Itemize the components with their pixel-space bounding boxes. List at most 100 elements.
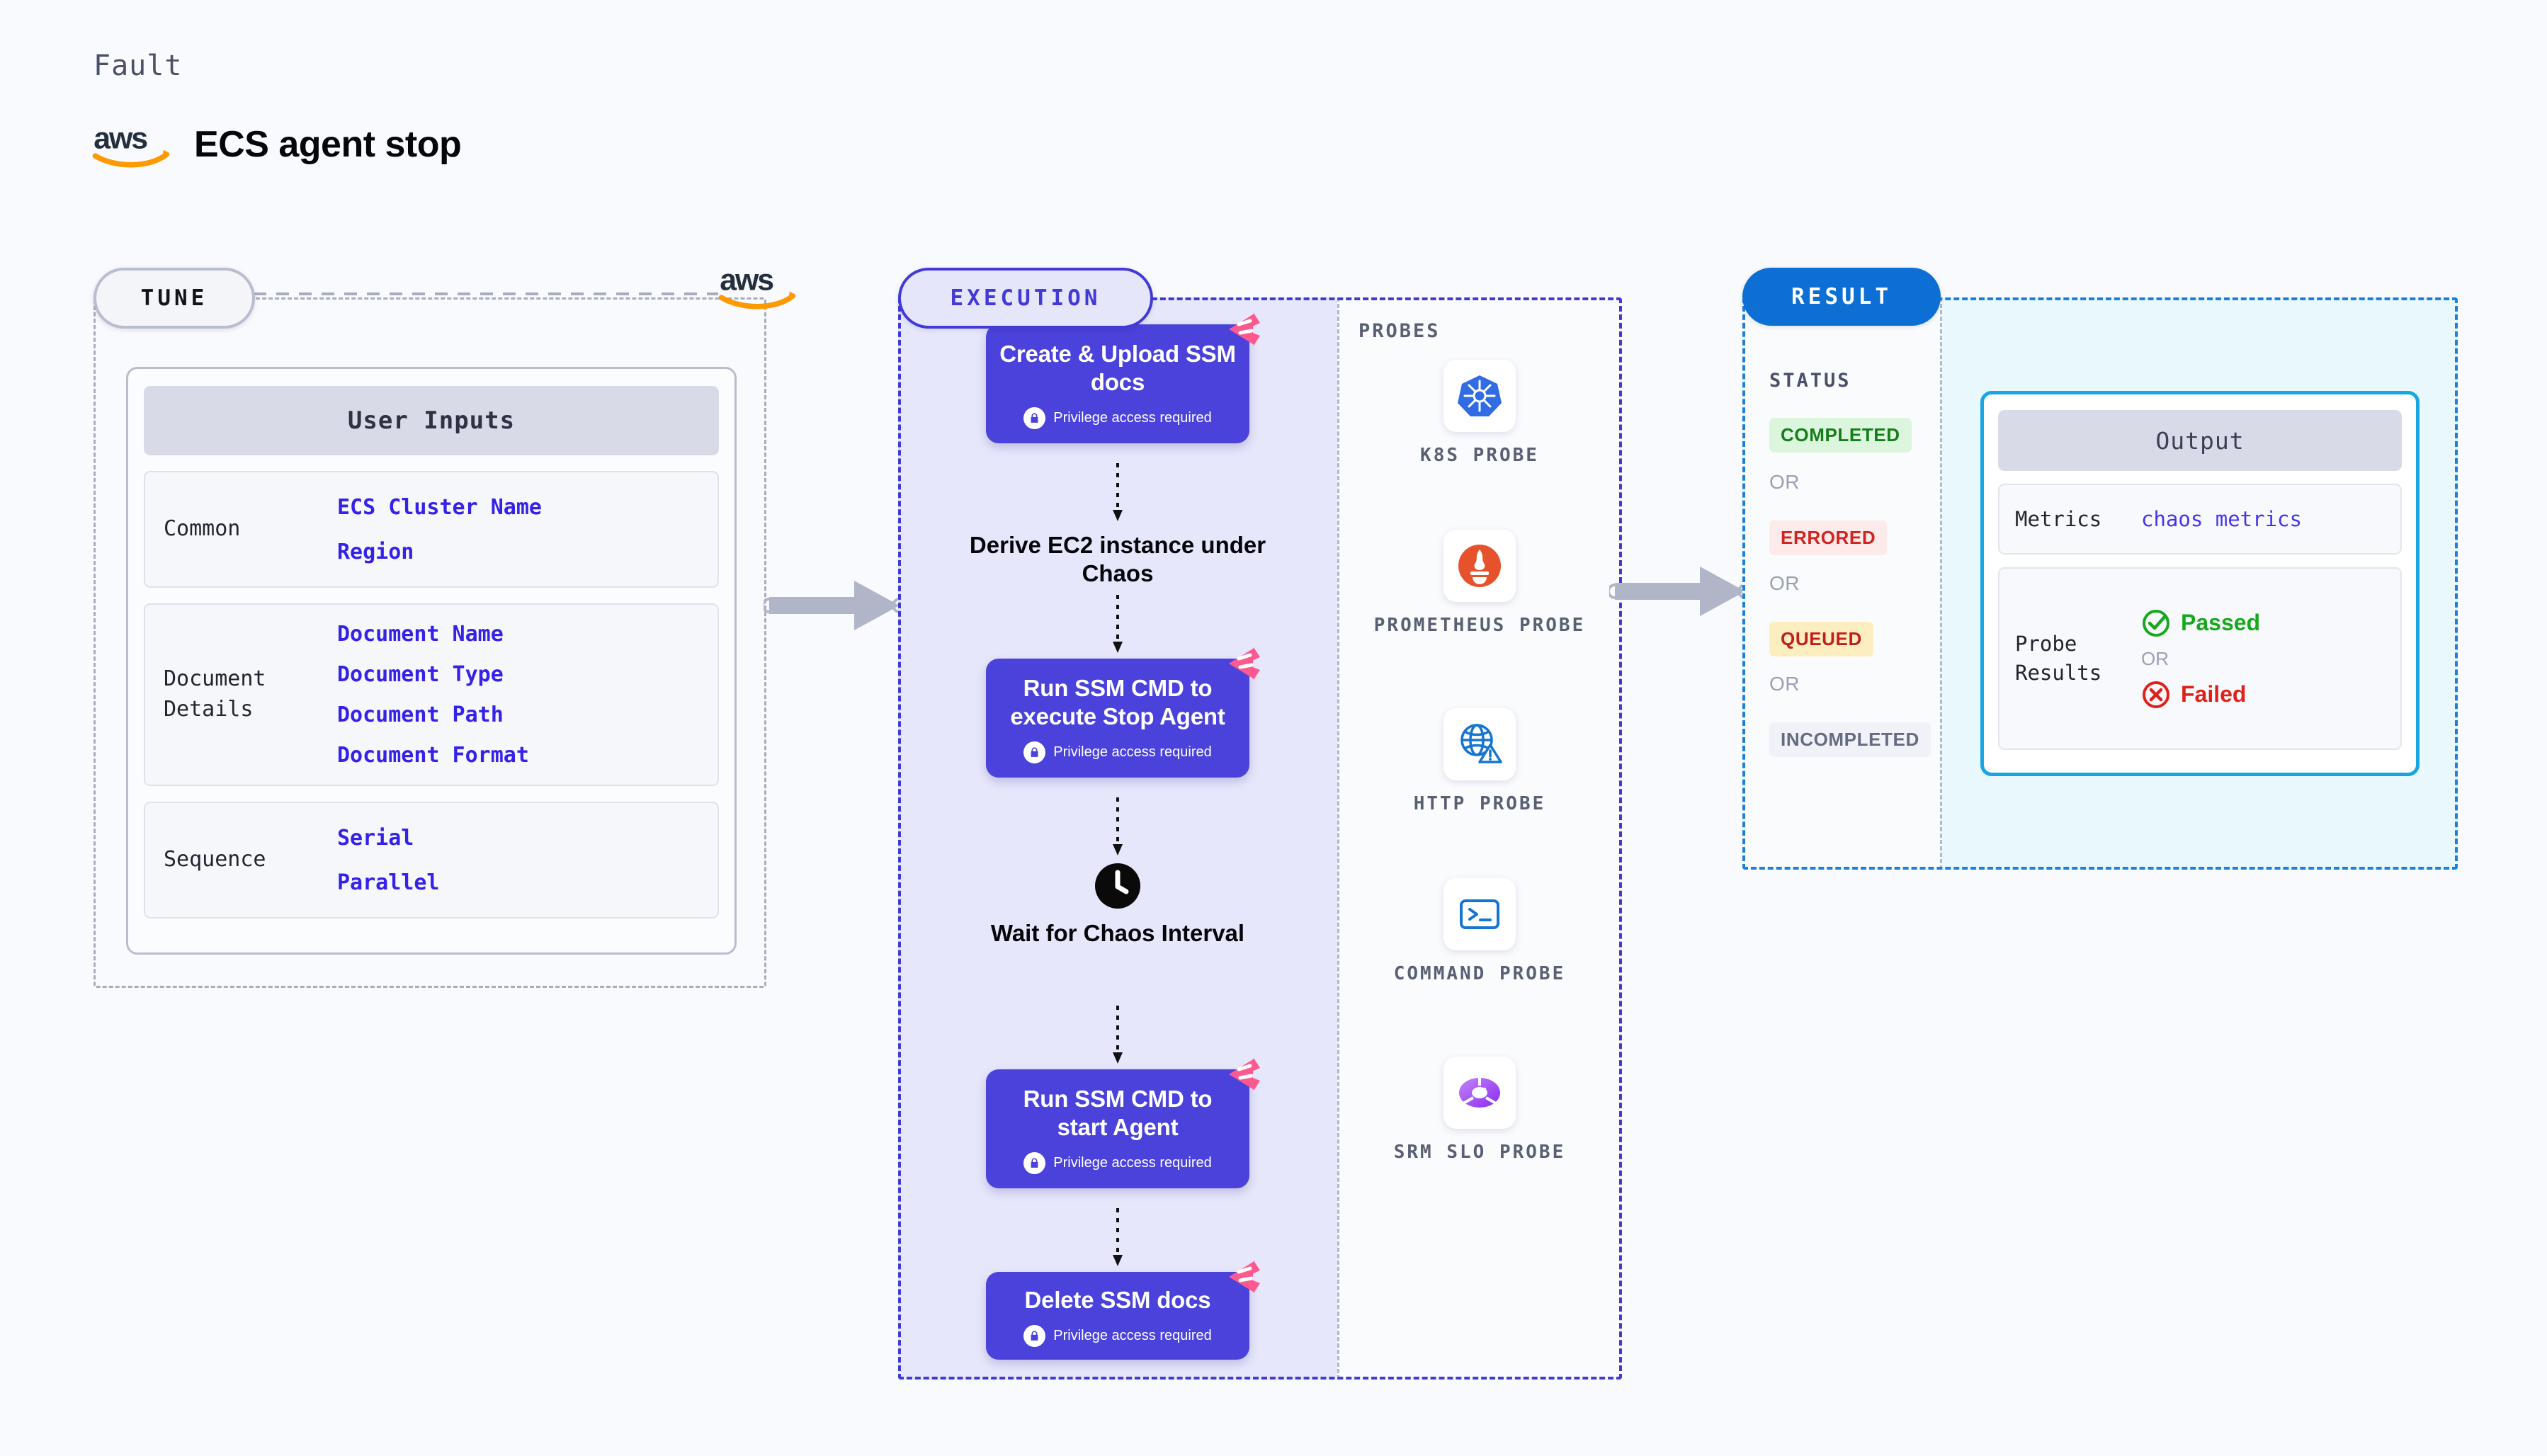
lock-icon — [1023, 1324, 1046, 1347]
input-group-values: ECS Cluster Name Region — [337, 495, 542, 564]
privilege-note-text: Privilege access required — [1053, 409, 1212, 426]
status-badge-queued: QUEUED — [1769, 622, 1873, 656]
status-badge-label: INCOMPLETED — [1769, 722, 1931, 757]
probe-label: COMMAND PROBE — [1393, 963, 1566, 984]
output-row-probe-results: Probe Results Passed OR Failed — [1998, 567, 2402, 750]
probes-column — [1337, 297, 1622, 1380]
input-group-label: Document Details — [164, 666, 266, 722]
lock-icon — [1023, 406, 1046, 429]
input-group-sequence: Sequence Serial Parallel — [144, 802, 719, 918]
page-title-row: aws ECS agent stop — [91, 119, 462, 170]
status-badge-label: COMPLETED — [1769, 418, 1912, 453]
probe-label: PROMETHEUS PROBE — [1373, 615, 1586, 636]
litmus-logo-icon — [1229, 1058, 1260, 1091]
result-panel — [1742, 297, 2458, 870]
probe-item-k8s[interactable]: K8S PROBE — [1337, 360, 1622, 468]
output-metrics-label: Metrics — [2015, 506, 2102, 531]
status-or-2: OR — [1769, 572, 1800, 594]
privilege-note: Privilege access required — [1023, 406, 1212, 429]
result-status-column — [1742, 297, 1942, 870]
arrow-execution-to-result — [1609, 559, 1751, 623]
input-value[interactable]: Serial — [337, 825, 414, 851]
probe-item-prometheus[interactable]: PROMETHEUS PROBE — [1337, 530, 1622, 638]
litmus-logo-icon — [1229, 313, 1260, 346]
check-circle-icon — [2143, 609, 2169, 637]
privilege-note: Privilege access required — [1023, 1151, 1212, 1174]
user-inputs-card: User Inputs Common ECS Cluster Name Regi… — [126, 367, 737, 955]
svg-text:aws: aws — [93, 121, 147, 155]
flow-connector — [1113, 1208, 1123, 1266]
probe-icon-tile — [1443, 878, 1516, 950]
input-value[interactable]: ECS Cluster Name — [337, 494, 542, 520]
probe-label: K8S PROBE — [1420, 445, 1539, 466]
probe-label: HTTP PROBE — [1413, 793, 1546, 814]
execution-pill-label: EXECUTION — [898, 268, 1153, 329]
status-badge-completed: COMPLETED — [1769, 418, 1912, 453]
status-title: STATUS — [1769, 370, 1851, 392]
input-group-label: Sequence — [164, 847, 266, 872]
flow-node-delete-ssm-docs[interactable]: Delete SSM docs Privilege access require… — [986, 1261, 1260, 1360]
flow-connector — [1113, 463, 1123, 521]
status-badge-label: ERRORED — [1769, 521, 1888, 555]
input-value[interactable]: Document Type — [337, 662, 504, 687]
input-group-common: Common ECS Cluster Name Region — [144, 471, 719, 588]
probe-icon-tile — [1443, 360, 1516, 432]
srm-slo-icon — [1459, 1076, 1500, 1108]
probe-item-srm-slo[interactable]: SRM SLO PROBE — [1337, 1057, 1622, 1165]
input-value[interactable]: Document Name — [337, 622, 504, 647]
page-title: ECS agent stop — [194, 124, 462, 165]
privilege-note: Privilege access required — [1023, 741, 1212, 763]
status-badge-label: QUEUED — [1769, 622, 1873, 656]
x-circle-icon — [2143, 681, 2169, 708]
flow-node-run-ssm-cmd-start-agent[interactable]: Run SSM CMD to start Agent Privilege acc… — [986, 1058, 1260, 1188]
output-card: Output Metrics chaos metrics Probe Resul… — [1980, 391, 2420, 776]
output-title: Output — [1998, 410, 2402, 471]
input-group-label: Common — [164, 516, 241, 542]
input-value[interactable]: Parallel — [337, 870, 440, 895]
input-group-values: Serial Parallel — [337, 826, 440, 895]
flow-node-title: Create & Upload SSM docs — [999, 341, 1236, 396]
kubernetes-icon — [1458, 375, 1502, 416]
http-globe-icon — [1460, 724, 1502, 763]
output-row-metrics: Metrics chaos metrics — [1998, 484, 2402, 554]
output-probe-results-values: Passed OR Failed — [2141, 608, 2260, 710]
probe-result-passed-label: Passed — [2181, 610, 2261, 635]
probe-result-or: OR — [2141, 647, 2169, 669]
probe-item-command[interactable]: COMMAND PROBE — [1337, 878, 1622, 986]
privilege-note-text: Privilege access required — [1053, 1327, 1212, 1343]
flow-connector — [1113, 595, 1123, 653]
input-group-values: Document Name Document Type Document Pat… — [337, 622, 529, 768]
flow-node-title: Delete SSM docs — [1024, 1287, 1211, 1314]
svg-text:aws: aws — [720, 263, 773, 297]
status-badge-incompleted: INCOMPLETED — [1769, 722, 1931, 757]
input-value[interactable]: Document Path — [337, 703, 504, 727]
result-pill-label: RESULT — [1742, 268, 1941, 326]
flow-node-run-ssm-cmd-stop-agent[interactable]: Run SSM CMD to execute Stop Agent Privil… — [986, 647, 1260, 778]
status-badge-errored: ERRORED — [1769, 521, 1888, 555]
user-inputs-title: User Inputs — [144, 386, 719, 455]
litmus-logo-icon — [1229, 1261, 1260, 1293]
flow-connector — [1113, 1006, 1123, 1064]
privilege-note-text: Privilege access required — [1053, 744, 1212, 760]
probe-item-http[interactable]: HTTP PROBE — [1337, 708, 1622, 817]
probe-icon-tile — [1443, 1057, 1516, 1129]
probe-result-failed-label: Failed — [2181, 681, 2247, 707]
input-value[interactable]: Region — [337, 539, 414, 564]
status-or-1: OR — [1769, 471, 1800, 493]
output-metrics-value[interactable]: chaos metrics — [2141, 507, 2302, 531]
probe-icon-tile — [1443, 530, 1516, 602]
privilege-note: Privilege access required — [1023, 1324, 1212, 1347]
execution-panel — [898, 297, 1622, 1380]
page-eyebrow: Fault — [93, 50, 183, 82]
arrow-tune-to-execution — [764, 574, 905, 637]
flow-node-create-upload-ssm-docs[interactable]: Create & Upload SSM docs Privilege acces… — [986, 313, 1260, 443]
probes-title: PROBES — [1358, 320, 1441, 342]
clock-icon — [1095, 863, 1140, 909]
aws-logo-icon: aws — [718, 263, 796, 309]
flow-step-wait-for-chaos-interval: Wait for Chaos Interval — [965, 863, 1270, 948]
flow-node-title: Run SSM CMD to execute Stop Agent — [1010, 675, 1225, 730]
tune-panel — [93, 297, 766, 988]
input-group-document-details: Document Details Document Name Document … — [144, 603, 719, 786]
input-value[interactable]: Document Format — [337, 743, 529, 768]
